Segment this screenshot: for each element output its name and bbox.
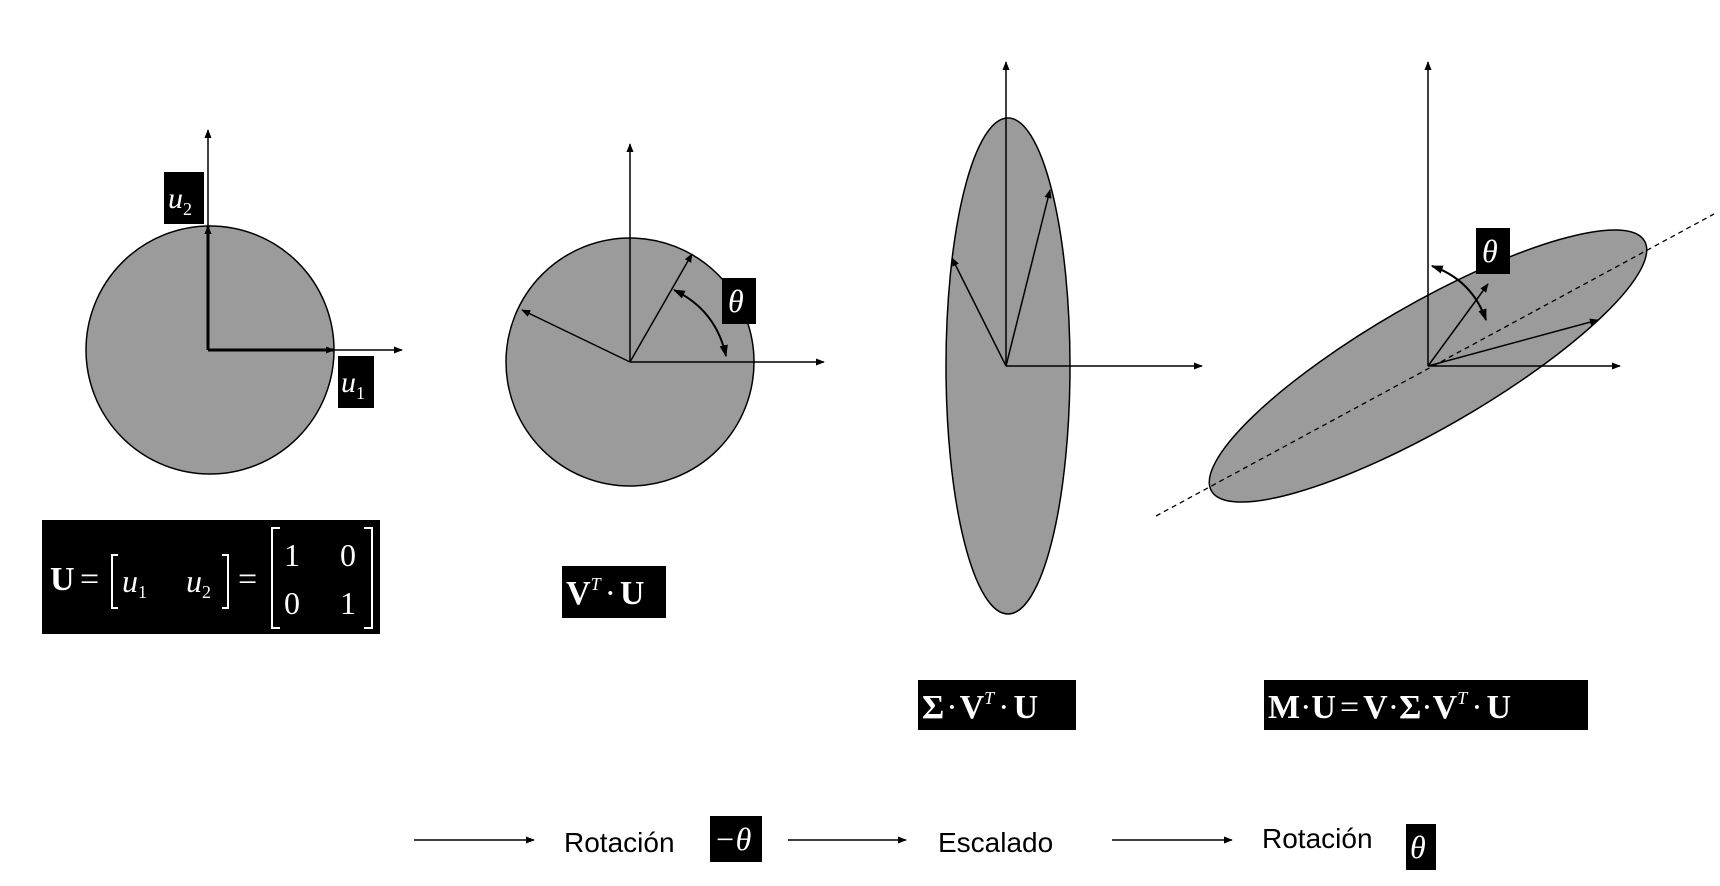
step-label: Rotación: [1262, 823, 1373, 854]
panel-scaled: Σ·VT·U: [918, 61, 1203, 730]
matrix-cell: 0: [284, 585, 300, 621]
u2-label: u2: [164, 172, 204, 224]
u1-label: u1: [338, 356, 374, 408]
rotated-formula: VT·U: [562, 566, 666, 618]
svg-text:u2: u2: [168, 182, 192, 219]
final-formula: M·U=V·Σ·VT·U: [1264, 680, 1588, 730]
svg-text:u1: u1: [341, 366, 365, 403]
svg-text:1 0 0: 1 0 0 1: [284, 537, 364, 621]
svg-text:θ: θ: [1410, 829, 1426, 865]
scaled-formula: Σ·VT·U: [918, 680, 1076, 730]
rotated-u1-vector: [629, 253, 693, 363]
principal-axis-dashed: [1155, 213, 1715, 517]
svg-text:VT·U: VT·U: [566, 574, 644, 612]
svg-text:u1: u1: [122, 563, 147, 602]
matrix-cell: 0: [340, 537, 356, 573]
theta-label: θ: [722, 278, 756, 324]
transformation-steps: Rotación −θ Escalado Rotación θ: [414, 816, 1436, 870]
svg-text:θ: θ: [728, 283, 744, 319]
svg-text:−θ: −θ: [714, 821, 751, 857]
panel-identity: u2 u1 U = u1 u2 = 1 0 0 1: [42, 129, 403, 634]
final-u1-vector: [1427, 318, 1599, 367]
matrix-cell: 1: [284, 537, 300, 573]
svg-text:M·U=V·Σ·VT·U: M·U=V·Σ·VT·U: [1268, 688, 1511, 726]
panel-final: θ M·U=V·Σ·VT·U: [1155, 61, 1715, 730]
theta-label: θ: [1476, 228, 1510, 274]
svg-text:θ: θ: [1482, 233, 1498, 269]
scaled-u1-vector: [1005, 189, 1052, 367]
svg-text:U =: U =: [50, 561, 99, 598]
svg-text:Σ·VT·U: Σ·VT·U: [922, 688, 1038, 726]
panel-rotated: θ VT·U: [505, 143, 825, 618]
step-label: Rotación: [564, 827, 675, 858]
angle-arc: [672, 289, 728, 358]
theta-symbol: θ: [1406, 824, 1436, 870]
rotated-u2-vector: [521, 309, 631, 363]
step-label: Escalado: [938, 827, 1053, 858]
scaled-u2-vector: [951, 257, 1007, 367]
svg-text:u2: u2: [186, 563, 211, 602]
identity-formula: U = u1 u2 = 1 0 0 1: [42, 520, 380, 634]
svg-text:=: =: [238, 561, 257, 598]
angle-arc: [1430, 265, 1487, 322]
matrix-cell: 1: [340, 585, 356, 621]
minus-theta-symbol: −θ: [710, 816, 762, 862]
